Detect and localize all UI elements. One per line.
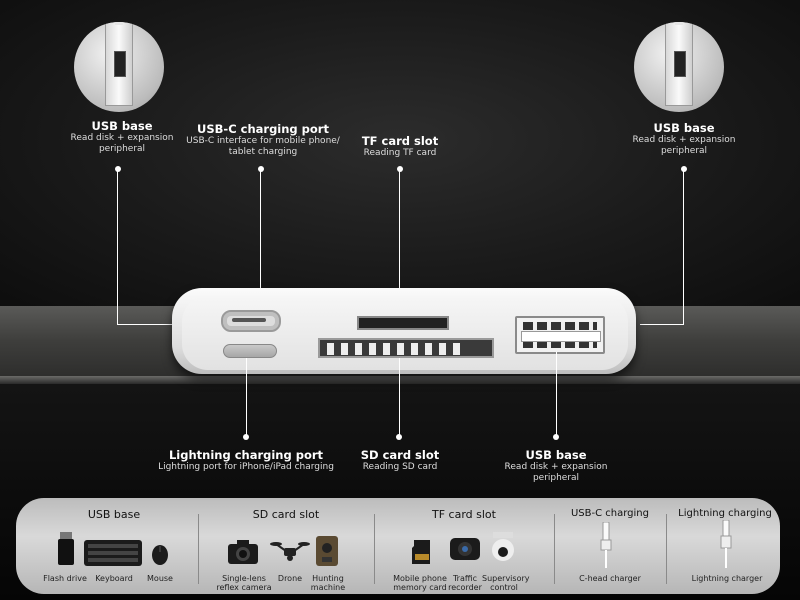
panel-section-sd: SD card slot — [198, 498, 374, 594]
section-title: USB-C charging — [570, 508, 649, 519]
section-divider — [554, 514, 555, 584]
usb-c-cable-icon — [600, 522, 612, 568]
callout-sd-slot: SD card slot Reading SD card — [350, 448, 450, 473]
callout-line — [556, 352, 557, 438]
callout-desc: Read disk + expansion peripheral — [70, 133, 174, 154]
callout-dot — [258, 166, 264, 172]
callout-desc: Reading SD card — [362, 462, 438, 472]
section-title: Lightning charging — [678, 508, 772, 519]
callout-usb-base-right: USB base Read disk + expansion periphera… — [622, 121, 746, 157]
security-camera-icon — [492, 532, 514, 561]
callout-tf-slot: TF card slot Reading TF card — [350, 134, 450, 159]
memory-card-icon — [412, 540, 430, 564]
callout-desc: USB-C interface for mobile phone/ tablet… — [186, 136, 340, 157]
callout-usb-base-left: USB base Read disk + expansion periphera… — [60, 119, 184, 155]
trail-camera-icon — [316, 536, 338, 566]
callout-title: SD card slot — [360, 448, 440, 462]
panel-section-lightning: Lightning charging — [666, 498, 784, 594]
item-supervisory-control: Supervisory control — [482, 574, 530, 592]
section-title: SD card slot — [252, 508, 320, 521]
callout-desc: Read disk + expansion peripheral — [632, 135, 736, 156]
panel-section-tf: TF card slot — [374, 498, 554, 594]
callout-line — [399, 169, 400, 299]
item-lightning-charger: Lightning charger — [691, 574, 763, 583]
drone-icon — [270, 542, 310, 561]
callout-dot — [115, 166, 121, 172]
item-mouse: Mouse — [147, 574, 173, 583]
usb-c-port — [221, 310, 281, 332]
callout-dot — [397, 166, 403, 172]
callout-line — [117, 169, 118, 325]
panel-section-usbc: USB-C charging — [554, 498, 666, 594]
usb-connector-closeup-right — [634, 22, 724, 112]
tf-card-slot — [357, 316, 449, 330]
callout-title: Lightning charging port — [168, 448, 324, 462]
dashcam-icon — [450, 538, 480, 560]
item-flash-drive: Flash drive — [43, 574, 87, 583]
section-divider — [198, 514, 199, 584]
item-memory-card: Mobile phone memory card — [393, 574, 447, 592]
callout-lightning-port: Lightning charging port Lightning port f… — [150, 448, 342, 473]
callout-title: USB base — [525, 448, 587, 462]
callout-line — [640, 324, 684, 325]
item-c-head-charger: C-head charger — [579, 574, 641, 583]
callout-usb-base-bottom: USB base Read disk + expansion periphera… — [500, 448, 612, 484]
callout-desc: Reading TF card — [363, 148, 437, 158]
section-title: USB base — [87, 508, 141, 521]
sd-card-slot — [318, 338, 494, 358]
callout-usb-c-port: USB-C charging port USB-C interface for … — [183, 122, 343, 158]
callout-desc: Lightning port for iPhone/iPad charging — [158, 462, 334, 472]
section-title: TF card slot — [432, 508, 496, 521]
item-keyboard: Keyboard — [95, 574, 133, 583]
table-edge — [0, 376, 800, 386]
callout-desc: Read disk + expansion peripheral — [504, 462, 608, 483]
section-divider — [666, 514, 667, 584]
section-divider — [374, 514, 375, 584]
callout-line — [117, 324, 175, 325]
lightning-port — [223, 344, 277, 358]
flash-drive-icon — [58, 532, 74, 565]
callout-title: USB-C charging port — [197, 122, 329, 136]
item-drone: Drone — [277, 574, 303, 583]
callout-title: USB base — [653, 121, 715, 135]
callout-title: USB base — [91, 119, 153, 133]
callout-line — [260, 169, 261, 315]
item-camera: Single-lens reflex camera — [216, 574, 272, 592]
usage-panel — [16, 498, 780, 594]
lightning-cable-icon — [720, 520, 732, 568]
callout-dot — [243, 434, 249, 440]
usb-connector-closeup-left — [74, 22, 164, 112]
mouse-icon — [152, 545, 168, 565]
callout-dot — [553, 434, 559, 440]
callout-title: TF card slot — [361, 134, 439, 148]
callout-dot — [396, 434, 402, 440]
camera-icon — [228, 540, 258, 564]
panel-section-usb: USB base — [30, 498, 198, 594]
callout-dot — [681, 166, 687, 172]
callout-line — [683, 169, 684, 325]
item-hunting-machine: Hunting machine — [310, 574, 346, 592]
usb-a-port — [515, 316, 605, 354]
callout-line — [246, 358, 247, 438]
item-traffic-recorder: Traffic recorder — [448, 574, 482, 592]
keyboard-icon — [84, 540, 142, 566]
callout-line — [399, 358, 400, 438]
